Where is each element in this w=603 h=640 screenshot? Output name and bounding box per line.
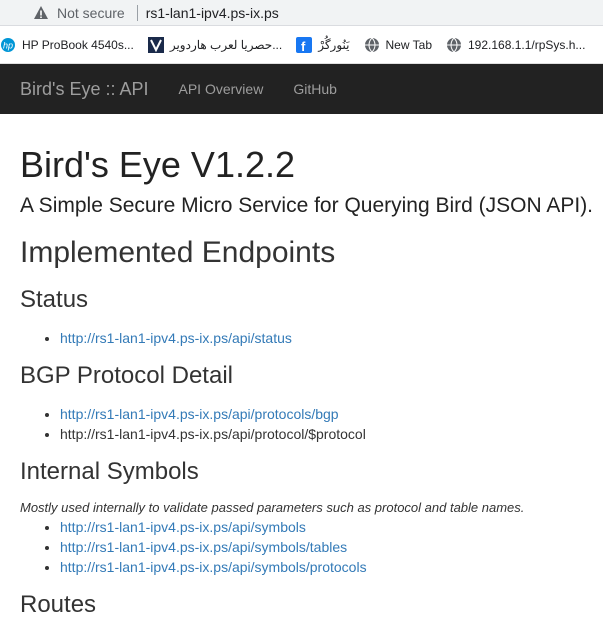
address-bar[interactable]: Not secure rs1-lan1-ipv4.ps-ix.ps (0, 0, 603, 26)
navbar: Bird's Eye :: API API Overview GitHub (0, 64, 603, 114)
address-divider (136, 4, 138, 21)
list-item: http://rs1-lan1-ipv4.ps-ix.ps/api/status (60, 328, 603, 348)
list-item: http://rs1-lan1-ipv4.ps-ix.ps/api/symbol… (60, 517, 603, 537)
nav-api-overview[interactable]: API Overview (178, 81, 264, 97)
main-content: Bird's Eye V1.2.2 A Simple Secure Micro … (0, 144, 603, 619)
bookmarks-bar: hp HP ProBook 4540s... حصريا لعرب هاردوي… (0, 26, 603, 64)
facebook-icon: f (296, 36, 313, 53)
symbols-tables-link[interactable]: http://rs1-lan1-ipv4.ps-ix.ps/api/symbol… (60, 539, 348, 555)
status-list: http://rs1-lan1-ipv4.ps-ix.ps/api/status (20, 328, 603, 348)
bgp-protocol-endpoint-text: http://rs1-lan1-ipv4.ps-ix.ps/api/protoc… (60, 426, 366, 442)
svg-text:hp: hp (3, 40, 13, 50)
bookmark-label: حصريا لعرب هاردوير... (169, 37, 283, 52)
bookmark-label: New Tab (385, 37, 432, 52)
url-text[interactable]: rs1-lan1-ipv4.ps-ix.ps (145, 4, 279, 21)
page-lead: A Simple Secure Micro Service for Queryi… (20, 194, 594, 217)
bgp-protocols-link[interactable]: http://rs1-lan1-ipv4.ps-ix.ps/api/protoc… (60, 406, 339, 422)
v-logo-icon (147, 36, 164, 53)
bookmark-hp[interactable]: hp HP ProBook 4540s... (0, 37, 134, 53)
bookmark-arabic-hardware[interactable]: حصريا لعرب هاردوير... (147, 36, 283, 53)
symbols-note: Mostly used internally to validate passe… (20, 500, 525, 515)
list-item: http://rs1-lan1-ipv4.ps-ix.ps/api/symbol… (60, 537, 603, 557)
routes-heading: Routes (20, 591, 97, 618)
warning-icon[interactable] (33, 5, 49, 21)
symbols-protocols-link[interactable]: http://rs1-lan1-ipv4.ps-ix.ps/api/symbol… (60, 559, 367, 575)
list-item: http://rs1-lan1-ipv4.ps-ix.ps/api/protoc… (60, 404, 603, 424)
bookmark-router[interactable]: 192.168.1.1/rpSys.h... (446, 37, 585, 53)
bookmark-label: HP ProBook 4540s... (22, 37, 134, 52)
section-title: Implemented Endpoints (20, 236, 336, 269)
bookmark-facebook[interactable]: f يَنُورگُرْ (296, 36, 350, 53)
bgp-heading: BGP Protocol Detail (20, 362, 233, 389)
bgp-list: http://rs1-lan1-ipv4.ps-ix.ps/api/protoc… (20, 404, 603, 444)
status-heading: Status (20, 286, 89, 313)
list-item: http://rs1-lan1-ipv4.ps-ix.ps/api/protoc… (60, 424, 603, 444)
navbar-brand[interactable]: Bird's Eye :: API (20, 78, 149, 99)
nav-github[interactable]: GitHub (293, 81, 337, 97)
symbols-list: http://rs1-lan1-ipv4.ps-ix.ps/api/symbol… (20, 517, 603, 577)
globe-icon (364, 37, 380, 53)
svg-text:f: f (301, 39, 306, 53)
globe-icon (446, 37, 462, 53)
security-label[interactable]: Not secure (57, 4, 125, 21)
hp-icon: hp (0, 37, 16, 53)
bookmark-label: 192.168.1.1/rpSys.h... (468, 37, 586, 52)
list-item: http://rs1-lan1-ipv4.ps-ix.ps/api/symbol… (60, 557, 603, 577)
symbols-heading: Internal Symbols (20, 458, 199, 485)
symbols-link[interactable]: http://rs1-lan1-ipv4.ps-ix.ps/api/symbol… (60, 519, 306, 535)
status-link[interactable]: http://rs1-lan1-ipv4.ps-ix.ps/api/status (60, 330, 292, 346)
page-title: Bird's Eye V1.2.2 (20, 144, 296, 185)
bookmark-label: يَنُورگُرْ (318, 37, 350, 52)
bookmark-new-tab[interactable]: New Tab (364, 37, 432, 53)
